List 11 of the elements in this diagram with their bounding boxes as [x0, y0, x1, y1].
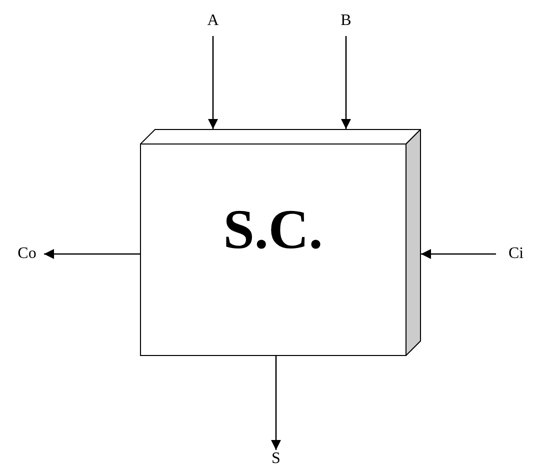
arrow — [421, 249, 496, 259]
pin-label: Ci — [496, 245, 536, 263]
arrow — [341, 36, 351, 129]
pin-label: Co — [10, 245, 44, 263]
pin-label: S — [266, 450, 286, 468]
arrow — [271, 356, 281, 450]
arrow — [208, 36, 218, 129]
pin-label: A — [203, 12, 223, 30]
arrow — [44, 249, 140, 259]
pin-label: B — [336, 12, 356, 30]
block-label: S.C. — [223, 202, 323, 258]
